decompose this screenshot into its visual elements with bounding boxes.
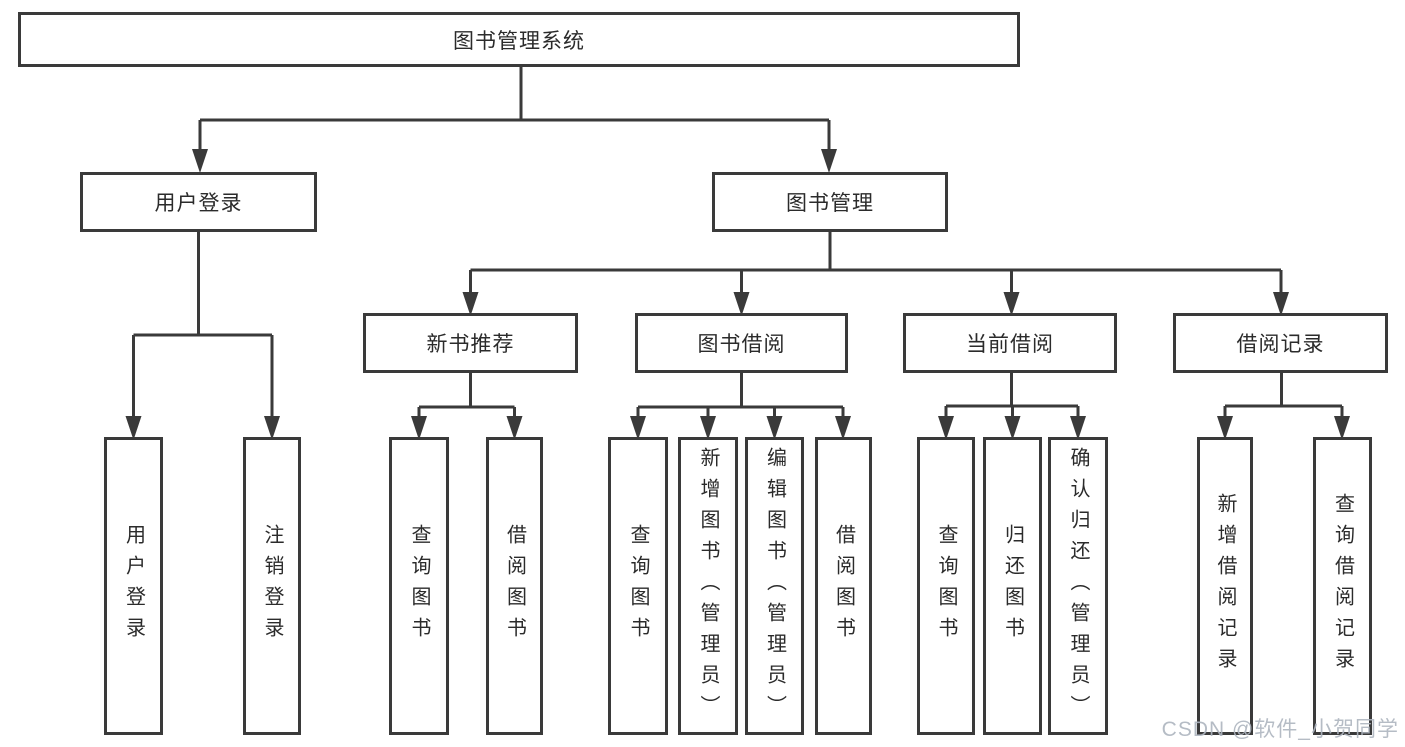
- node-current-borrowing: 当前借阅: [903, 313, 1117, 373]
- node-user-login-action-label: 用户登录: [122, 524, 145, 648]
- node-user-login: 用户登录: [80, 172, 317, 232]
- node-return-books: 归还图书: [983, 437, 1042, 735]
- node-add-books-admin: 新增图书（管理员）: [678, 437, 738, 735]
- node-book-management-label: 图书管理: [786, 192, 874, 215]
- node-current-borrowing-label: 当前借阅: [966, 333, 1054, 356]
- node-confirm-return-admin: 确认归还（管理员）: [1048, 437, 1108, 735]
- node-add-borrow-record-label: 新增借阅记录: [1214, 493, 1236, 679]
- node-add-borrow-record: 新增借阅记录: [1197, 437, 1253, 735]
- node-logout-action: 注销登录: [243, 437, 301, 735]
- node-user-login-action: 用户登录: [104, 437, 163, 735]
- node-confirm-return-admin-label: 确认归还（管理员）: [1067, 446, 1089, 726]
- node-borrowing-records: 借阅记录: [1173, 313, 1388, 373]
- node-edit-books-admin-label: 编辑图书（管理员）: [763, 446, 786, 726]
- node-query-books-label: 查询图书: [408, 524, 430, 648]
- node-logout-action-label: 注销登录: [261, 524, 283, 648]
- node-borrow-books: 借阅图书: [815, 437, 872, 735]
- node-book-borrowing-label: 图书借阅: [697, 333, 786, 356]
- node-query-books: 查询图书: [917, 437, 975, 735]
- node-query-books-label: 查询图书: [627, 524, 649, 648]
- node-new-book-recommend: 新书推荐: [363, 313, 578, 373]
- node-query-books: 查询图书: [608, 437, 668, 735]
- node-book-management: 图书管理: [712, 172, 948, 232]
- node-borrow-books-label: 借阅图书: [832, 524, 855, 648]
- node-query-borrow-record-label: 查询借阅记录: [1331, 493, 1354, 679]
- node-query-books: 查询图书: [389, 437, 449, 735]
- node-borrow-books: 借阅图书: [486, 437, 543, 735]
- node-borrow-books-label: 借阅图书: [503, 524, 526, 648]
- node-new-book-recommend-label: 新书推荐: [426, 333, 515, 356]
- node-book-borrowing: 图书借阅: [635, 313, 848, 373]
- node-root-label: 图书管理系统: [453, 29, 585, 53]
- node-return-books-label: 归还图书: [1001, 524, 1024, 648]
- node-edit-books-admin: 编辑图书（管理员）: [745, 437, 804, 735]
- node-user-login-label: 用户登录: [154, 192, 243, 215]
- node-root: 图书管理系统: [18, 12, 1020, 67]
- node-add-books-admin-label: 新增图书（管理员）: [697, 446, 719, 726]
- node-query-books-label: 查询图书: [935, 524, 957, 648]
- csdn-watermark: CSDN @软件_小贺同学: [1161, 718, 1399, 741]
- node-query-borrow-record: 查询借阅记录: [1313, 437, 1372, 735]
- node-borrowing-records-label: 借阅记录: [1236, 333, 1325, 356]
